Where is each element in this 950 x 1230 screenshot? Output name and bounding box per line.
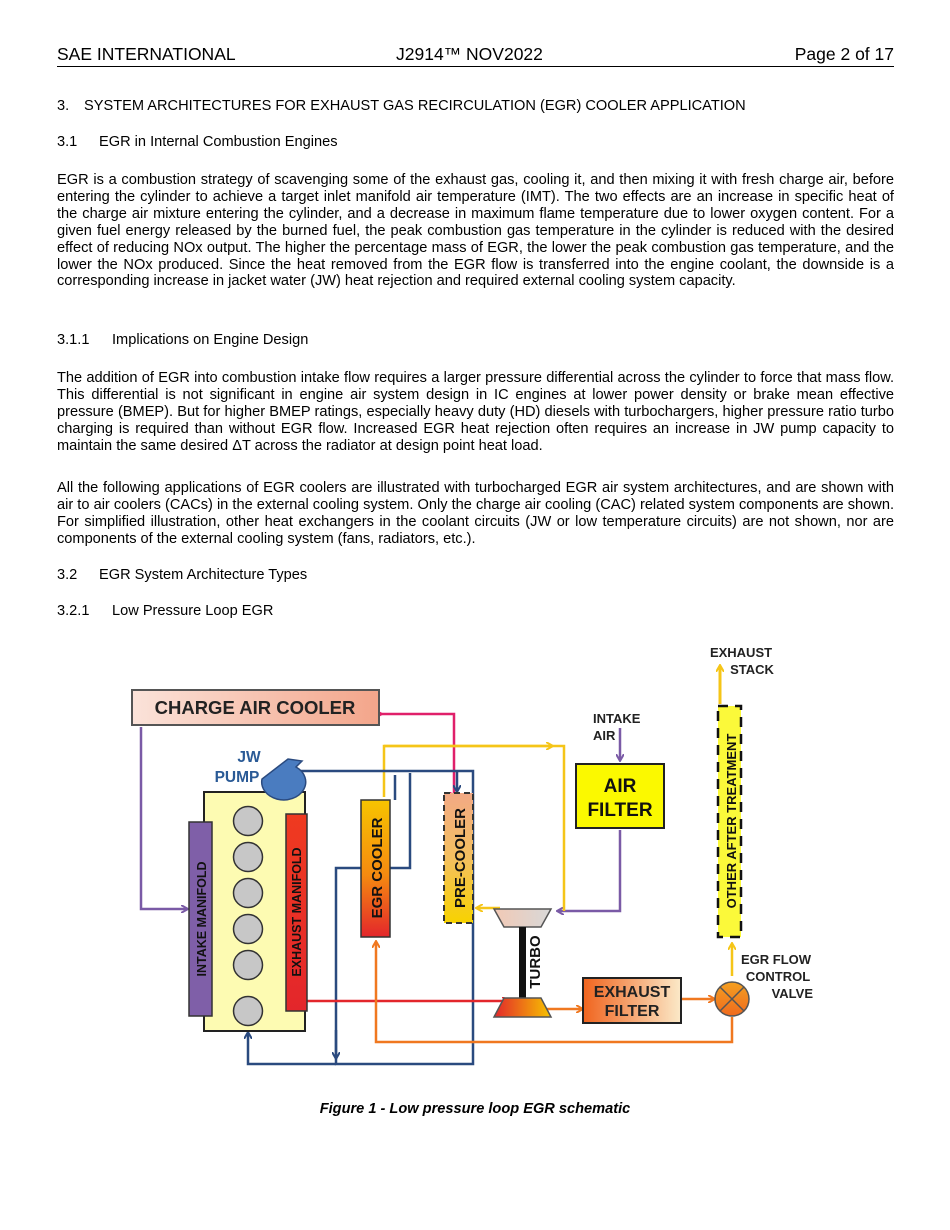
air-filter: AIR FILTER xyxy=(575,763,665,829)
cylinder-1 xyxy=(232,805,264,837)
compressor xyxy=(492,908,553,928)
svg-text:CONTROL: CONTROL xyxy=(746,969,810,984)
header-document-id: J2914™ NOV2022 xyxy=(396,44,543,64)
charge-air-cooler: CHARGE AIR COOLER xyxy=(131,689,380,726)
coolant-return-arrow xyxy=(248,1033,336,1066)
svg-text:EXHAUST: EXHAUST xyxy=(710,645,772,660)
page-header: SAE INTERNATIONAL J2914™ NOV2022 Page 2 … xyxy=(57,44,894,67)
paragraph-egr-strategy: EGR is a combustion strategy of scavengi… xyxy=(57,172,894,290)
exhaust-filter-label-2: FILTER xyxy=(605,1003,660,1020)
jw-pump xyxy=(260,758,307,801)
paragraph-engine-design: The addition of EGR into combustion inta… xyxy=(57,370,894,454)
air-filter-label-2: FILTER xyxy=(587,800,652,821)
charge-air-cooler-label: CHARGE AIR COOLER xyxy=(155,697,356,718)
turbocharger: TURBO xyxy=(492,908,553,1018)
turbo-label: TURBO xyxy=(527,935,544,989)
svg-text:AIR: AIR xyxy=(593,728,616,743)
cac-precooler-line xyxy=(381,714,454,798)
svg-text:EGR FLOW: EGR FLOW xyxy=(741,952,812,967)
svg-text:VALVE: VALVE xyxy=(772,986,814,1001)
section-3-heading: 3.SYSTEM ARCHITECTURES FOR EXHAUST GAS R… xyxy=(57,98,746,114)
turbo-shaft xyxy=(519,927,526,998)
header-page-number: Page 2 of 17 xyxy=(794,44,894,64)
pre-cooler-label: PRE-COOLER xyxy=(452,808,469,908)
paragraph-applications: All the following applications of EGR co… xyxy=(57,480,894,547)
egr-cooler-label: EGR COOLER xyxy=(369,817,386,918)
exhaust-manifold: EXHAUST MANIFOLD xyxy=(285,813,308,1012)
intake-manifold: INTAKE MANIFOLD xyxy=(188,821,213,1017)
jw-pump-label: JW PUMP xyxy=(215,749,261,786)
cylinder-6 xyxy=(232,995,264,1027)
svg-text:STACK: STACK xyxy=(730,662,774,677)
exhaust-filter-label-1: EXHAUST xyxy=(594,984,671,1001)
intake-air-label: INTAKE AIR xyxy=(593,711,641,743)
svg-text:INTAKE: INTAKE xyxy=(593,711,641,726)
other-after-treatment: OTHER AFTER TREATMENT xyxy=(716,704,743,939)
cylinder-5 xyxy=(232,949,264,981)
intake-manifold-label: INTAKE MANIFOLD xyxy=(195,861,209,976)
exhaust-stack-label: EXHAUST STACK xyxy=(710,645,775,677)
turbine xyxy=(492,997,553,1018)
egr-flow-control-valve xyxy=(714,981,750,1017)
figure-caption: Figure 1 - Low pressure loop EGR schemat… xyxy=(319,1101,631,1117)
svg-text:PUMP: PUMP xyxy=(215,769,260,786)
egr-cooler: EGR COOLER xyxy=(360,799,391,938)
pre-cooler: PRE-COOLER xyxy=(443,792,474,924)
cylinder-2 xyxy=(232,841,264,873)
exhaust-manifold-label: EXHAUST MANIFOLD xyxy=(290,847,304,976)
egr-return-line xyxy=(376,942,734,1044)
air-filter-label-1: AIR xyxy=(604,776,637,797)
cylinder-4 xyxy=(232,913,264,945)
exhaust-filter: EXHAUST FILTER xyxy=(582,977,682,1024)
svg-text:JW: JW xyxy=(237,749,261,766)
other-after-treatment-label: OTHER AFTER TREATMENT xyxy=(724,734,739,909)
header-publisher: SAE INTERNATIONAL xyxy=(57,44,236,64)
cylinder-3 xyxy=(232,877,264,909)
cac-to-intake-line xyxy=(139,727,187,909)
egr-flow-control-valve-label: EGR FLOW CONTROL VALVE xyxy=(741,952,813,1001)
airfilter-to-compressor-line xyxy=(558,830,622,911)
